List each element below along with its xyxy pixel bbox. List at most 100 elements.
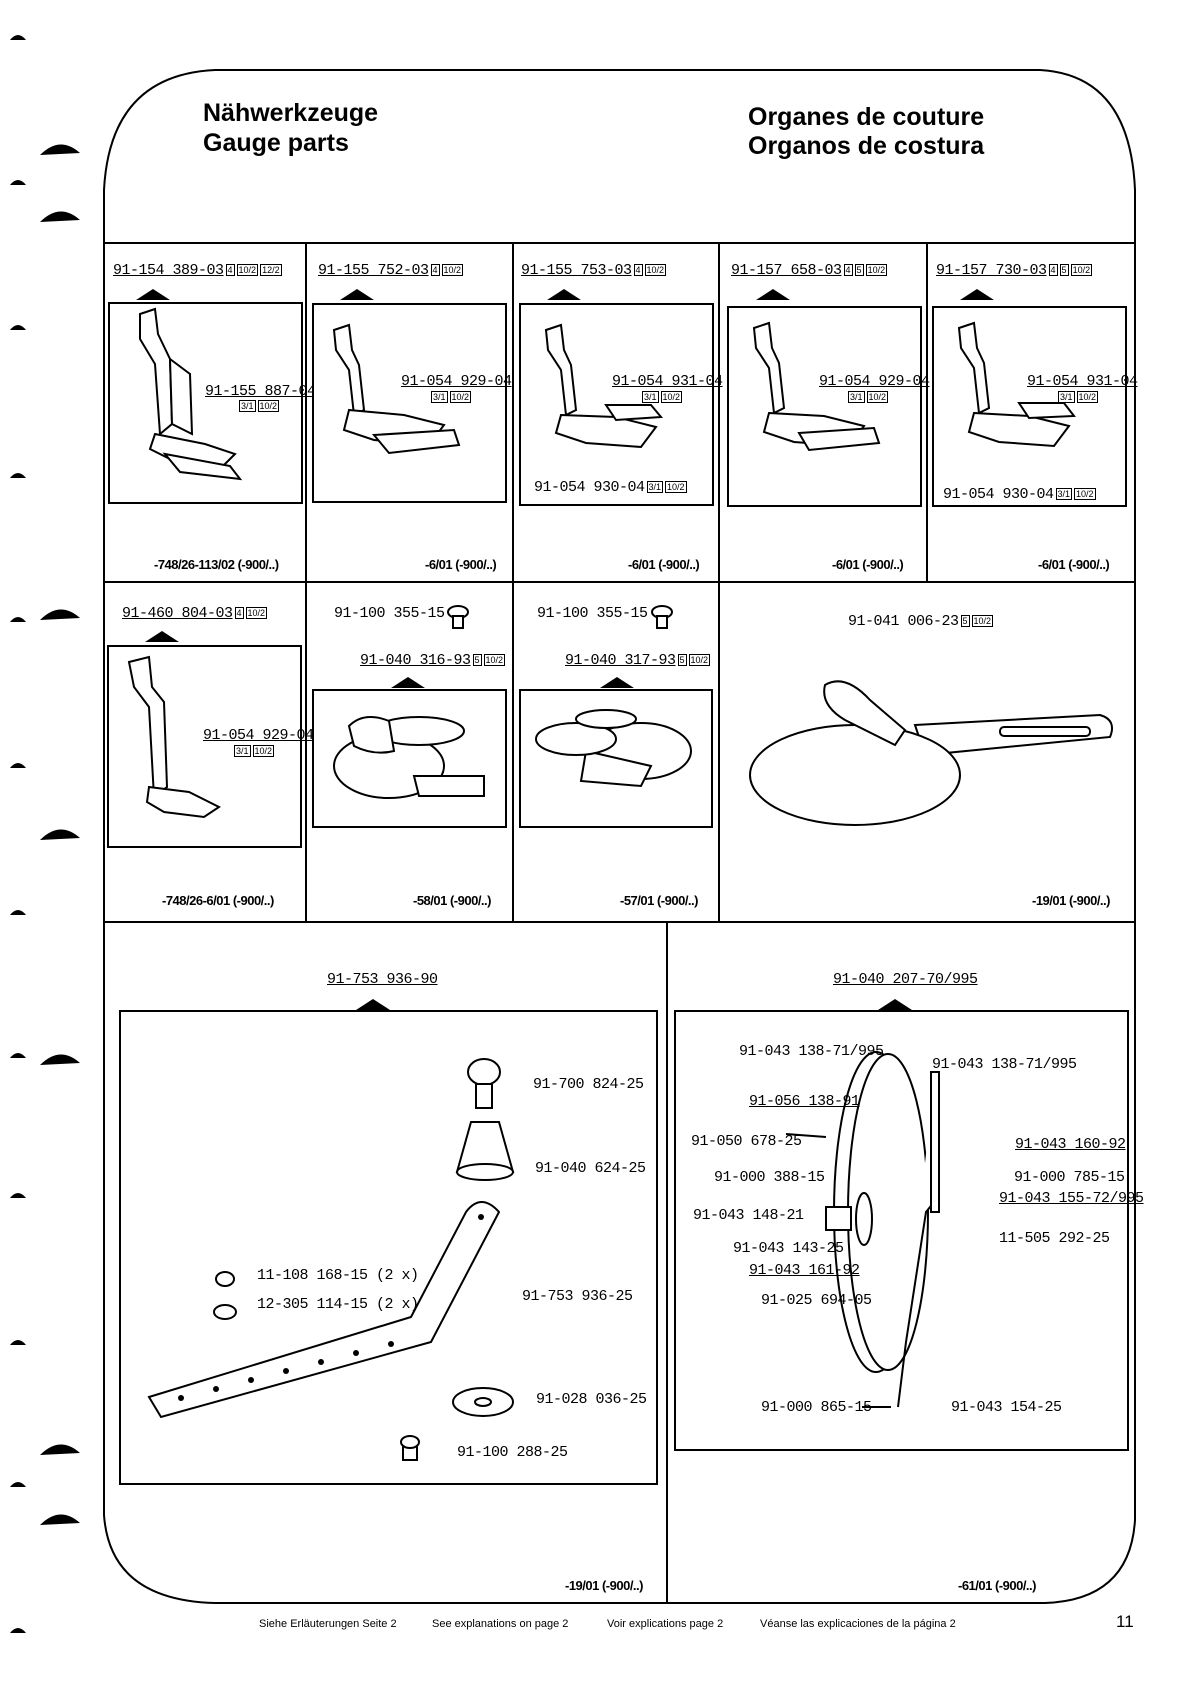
edge-guide-icon bbox=[333, 716, 485, 799]
sub-part-number: 91-054 931-04 bbox=[1027, 373, 1138, 390]
title-fr: Organes de couture bbox=[748, 103, 985, 131]
code-box: 10/2 bbox=[252, 745, 275, 758]
code-box: 4 bbox=[234, 607, 244, 620]
code-box: 10/2 bbox=[449, 391, 472, 404]
pointer-triangle bbox=[547, 289, 581, 300]
code-box: 10/2 bbox=[483, 654, 506, 667]
part-label: 91-043 148-21 bbox=[693, 1207, 804, 1224]
sub-part-number: 91-054 929-04 bbox=[819, 373, 930, 390]
reference-number: -19/01 (-900/..) bbox=[1032, 893, 1111, 908]
sub-part-number-text: 91-054 930-04 bbox=[943, 486, 1054, 503]
footer-note-fr: Voir explications page 2 bbox=[607, 1618, 724, 1630]
pointer-triangle bbox=[145, 631, 179, 642]
part-number-text: 91-154 389-03 bbox=[113, 262, 224, 279]
code-box: 10/2 bbox=[245, 607, 268, 620]
sub-part-number-text: 91-054 930-04 bbox=[534, 479, 645, 496]
part-label: 91-700 824-25 bbox=[533, 1076, 644, 1093]
pointer-triangle bbox=[756, 289, 790, 300]
code-box: 3/1 bbox=[1058, 391, 1075, 404]
code-box: 4 bbox=[225, 264, 235, 277]
part-label: 91-753 936-25 bbox=[522, 1288, 633, 1305]
title-es: Organos de costura bbox=[748, 132, 985, 160]
code-box: 10/2 bbox=[441, 264, 464, 277]
code-box: 5 bbox=[677, 654, 687, 667]
pointer-triangle bbox=[340, 289, 374, 300]
code-box: 10/2 bbox=[865, 264, 888, 277]
circular-attachment-drawing bbox=[749, 680, 1113, 826]
part-label: 91-040 624-25 bbox=[535, 1160, 646, 1177]
part-label: 91-025 694-05 bbox=[761, 1292, 872, 1309]
code-box: 10/2 bbox=[644, 264, 667, 277]
code-box: 12/2 bbox=[260, 264, 282, 277]
screw-part-number: 91-100 355-15 bbox=[334, 605, 445, 622]
presser-foot-drawing bbox=[312, 303, 507, 503]
reference-number: -748/26-6/01 (-900/..) bbox=[162, 893, 274, 908]
part-label: 91-028 036-25 bbox=[536, 1391, 647, 1408]
code-box: 10/2 bbox=[688, 654, 711, 667]
part-label: 91-043 155-72/995 bbox=[999, 1190, 1144, 1207]
code-box: 3/1 bbox=[646, 481, 664, 494]
code-box: 5 bbox=[854, 264, 864, 277]
code-box: 10/2 bbox=[236, 264, 259, 277]
part-label: 11-108 168-15 (2 x) bbox=[257, 1267, 419, 1284]
code-box: 4 bbox=[633, 264, 643, 277]
screw-icon bbox=[651, 605, 673, 629]
edge-guide-drawing bbox=[519, 689, 713, 828]
code-box: 3/1 bbox=[239, 400, 256, 413]
code-box: 10/2 bbox=[971, 615, 994, 628]
part-number-text: 91-460 804-03 bbox=[122, 605, 233, 622]
exploded-view-drawing bbox=[119, 1010, 658, 1485]
part-number-text: 91-040 317-93 bbox=[565, 652, 676, 669]
part-label: 91-043 154-25 bbox=[951, 1399, 1062, 1416]
part-number-text: 91-157 730-03 bbox=[936, 262, 1047, 279]
part-number-text: 91-155 753-03 bbox=[521, 262, 632, 279]
title-en: Gauge parts bbox=[203, 129, 349, 157]
presser-foot-drawing bbox=[108, 302, 303, 504]
exploded-view-icon bbox=[147, 1058, 515, 1461]
part-label: 91-043 138-71/995 bbox=[932, 1056, 1077, 1073]
part-label: 91-043 161-92 bbox=[749, 1262, 860, 1279]
presser-foot-icon bbox=[957, 321, 1076, 448]
presser-foot-drawing bbox=[932, 306, 1127, 507]
presser-foot-icon bbox=[752, 321, 881, 452]
edge-guide-icon bbox=[535, 709, 692, 788]
code-box: 4 bbox=[430, 264, 440, 277]
part-label: 91-000 865-15 bbox=[761, 1399, 872, 1416]
reference-number: -6/01 (-900/..) bbox=[1038, 557, 1110, 572]
reference-number: -6/01 (-900/..) bbox=[832, 557, 904, 572]
presser-foot-icon bbox=[139, 307, 243, 481]
code-box: 10/2 bbox=[866, 391, 889, 404]
reel-assembly-icon bbox=[785, 1051, 940, 1408]
reference-number: -748/26-113/02 (-900/..) bbox=[154, 557, 279, 572]
screw-part-number: 91-100 355-15 bbox=[537, 605, 648, 622]
code-box: 4 bbox=[843, 264, 853, 277]
code-box: 3/1 bbox=[848, 391, 865, 404]
presser-foot-drawing bbox=[107, 645, 302, 848]
presser-foot-icon bbox=[544, 323, 664, 449]
page-number: 11 bbox=[1116, 1612, 1134, 1631]
part-label: 91-043 160-92 bbox=[1015, 1136, 1126, 1153]
part-label: 91-000 388-15 bbox=[714, 1169, 825, 1186]
footer-note-de: Siehe Erläuterungen Seite 2 bbox=[259, 1618, 397, 1630]
footer-note-es: Véanse las explicaciones de la página 2 bbox=[760, 1618, 956, 1630]
footer-note-en: See explanations on page 2 bbox=[432, 1618, 569, 1630]
part-label: 11-505 292-25 bbox=[999, 1230, 1110, 1247]
reference-number: -6/01 (-900/..) bbox=[425, 557, 497, 572]
code-box: 10/2 bbox=[660, 391, 683, 404]
pointer-triangle bbox=[960, 289, 994, 300]
part-number: 91-040 207-70/995 bbox=[833, 971, 978, 988]
part-number-text: 91-041 006-23 bbox=[848, 613, 959, 630]
code-box: 3/1 bbox=[431, 391, 448, 404]
presser-foot-drawing bbox=[727, 306, 922, 507]
part-label: 91-100 288-25 bbox=[457, 1444, 568, 1461]
reference-number: -58/01 (-900/..) bbox=[413, 893, 492, 908]
